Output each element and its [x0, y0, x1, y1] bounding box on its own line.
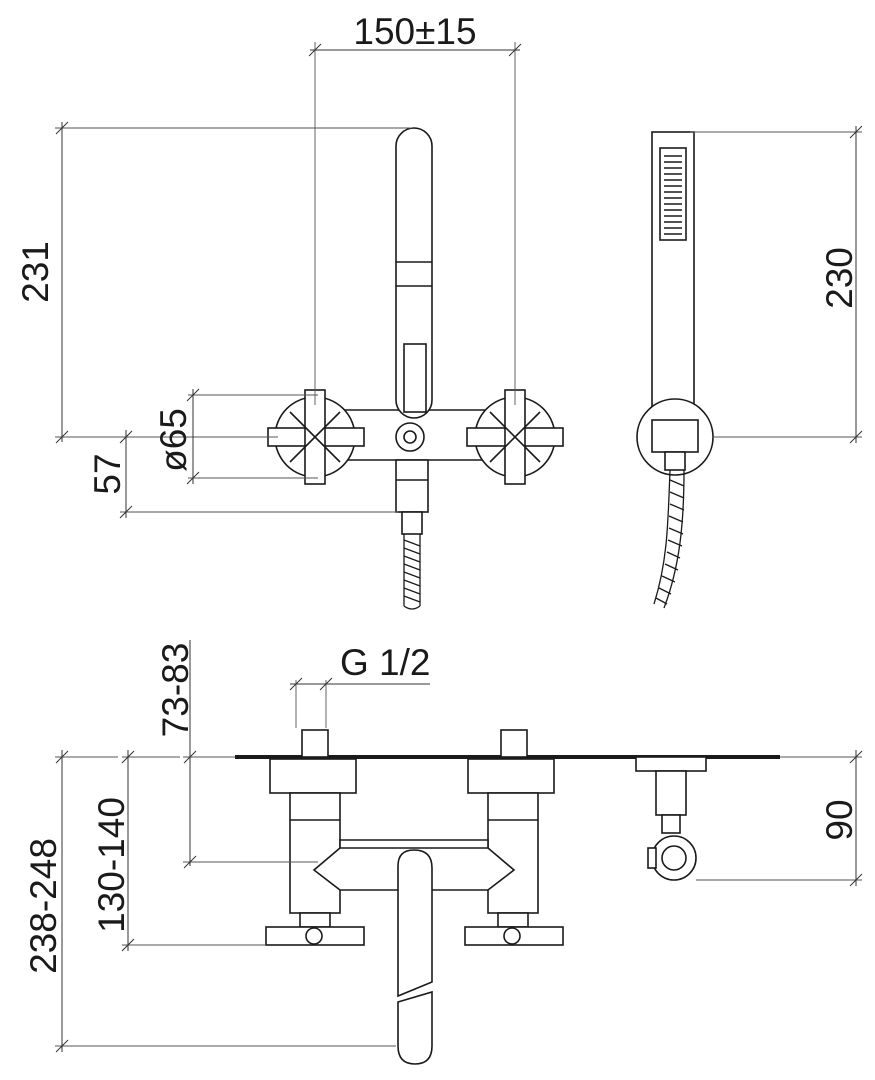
dimension-238-248: 238-248: [23, 750, 396, 1053]
plan-view: [235, 729, 780, 1065]
dimension-g12: G 1/2: [289, 642, 431, 728]
holder-plate-plan: [635, 756, 707, 772]
dimension-150: 150±15: [308, 11, 522, 405]
spout-lower: [397, 990, 433, 1065]
front-view-mixer: [267, 127, 564, 610]
left-cross-handle: [267, 389, 365, 485]
hose-side: [653, 469, 685, 609]
left-spindle: [299, 912, 331, 928]
left-rosette-plan: [269, 758, 357, 794]
right-inlet: [500, 729, 528, 758]
holder-arm-plan: [655, 770, 687, 816]
dimension-label-g12: G 1/2: [340, 642, 431, 683]
dimension-label-238-248: 238-248: [23, 838, 64, 974]
spout-upper: [397, 849, 433, 998]
left-valve-body: [289, 792, 341, 914]
dimension-label-230: 230: [819, 247, 860, 309]
dimension-label-73-83: 73-83: [155, 643, 196, 738]
dimension-130-140: 130-140: [91, 750, 265, 952]
dimension-label-130-140: 130-140: [91, 797, 132, 933]
dimension-90: 90: [696, 750, 863, 887]
right-rosette-plan: [467, 758, 555, 794]
dimension-label-231: 231: [15, 241, 56, 303]
dimension-label-57: 57: [87, 453, 128, 494]
dimension-230: 230: [690, 125, 863, 444]
hose-outlet: [395, 459, 429, 513]
dimension-label-65: ø65: [153, 408, 194, 472]
right-cross-handle: [466, 389, 564, 485]
dimension-231: 231: [15, 121, 412, 444]
shower-spray-face: [659, 147, 687, 241]
dimension-label-90: 90: [819, 799, 860, 840]
right-valve-body: [487, 792, 539, 914]
dimension-73-83: 73-83: [155, 640, 318, 869]
dimension-65: ø65: [153, 388, 318, 485]
right-spindle: [497, 912, 529, 928]
dimension-label-150: 150±15: [353, 11, 476, 52]
shower-holder: [403, 343, 427, 413]
dimension-57: 57: [87, 430, 398, 519]
hose-front: [403, 534, 421, 610]
side-view-hand-shower: [636, 131, 714, 609]
left-inlet: [301, 729, 329, 758]
holder-clip: [651, 419, 699, 453]
